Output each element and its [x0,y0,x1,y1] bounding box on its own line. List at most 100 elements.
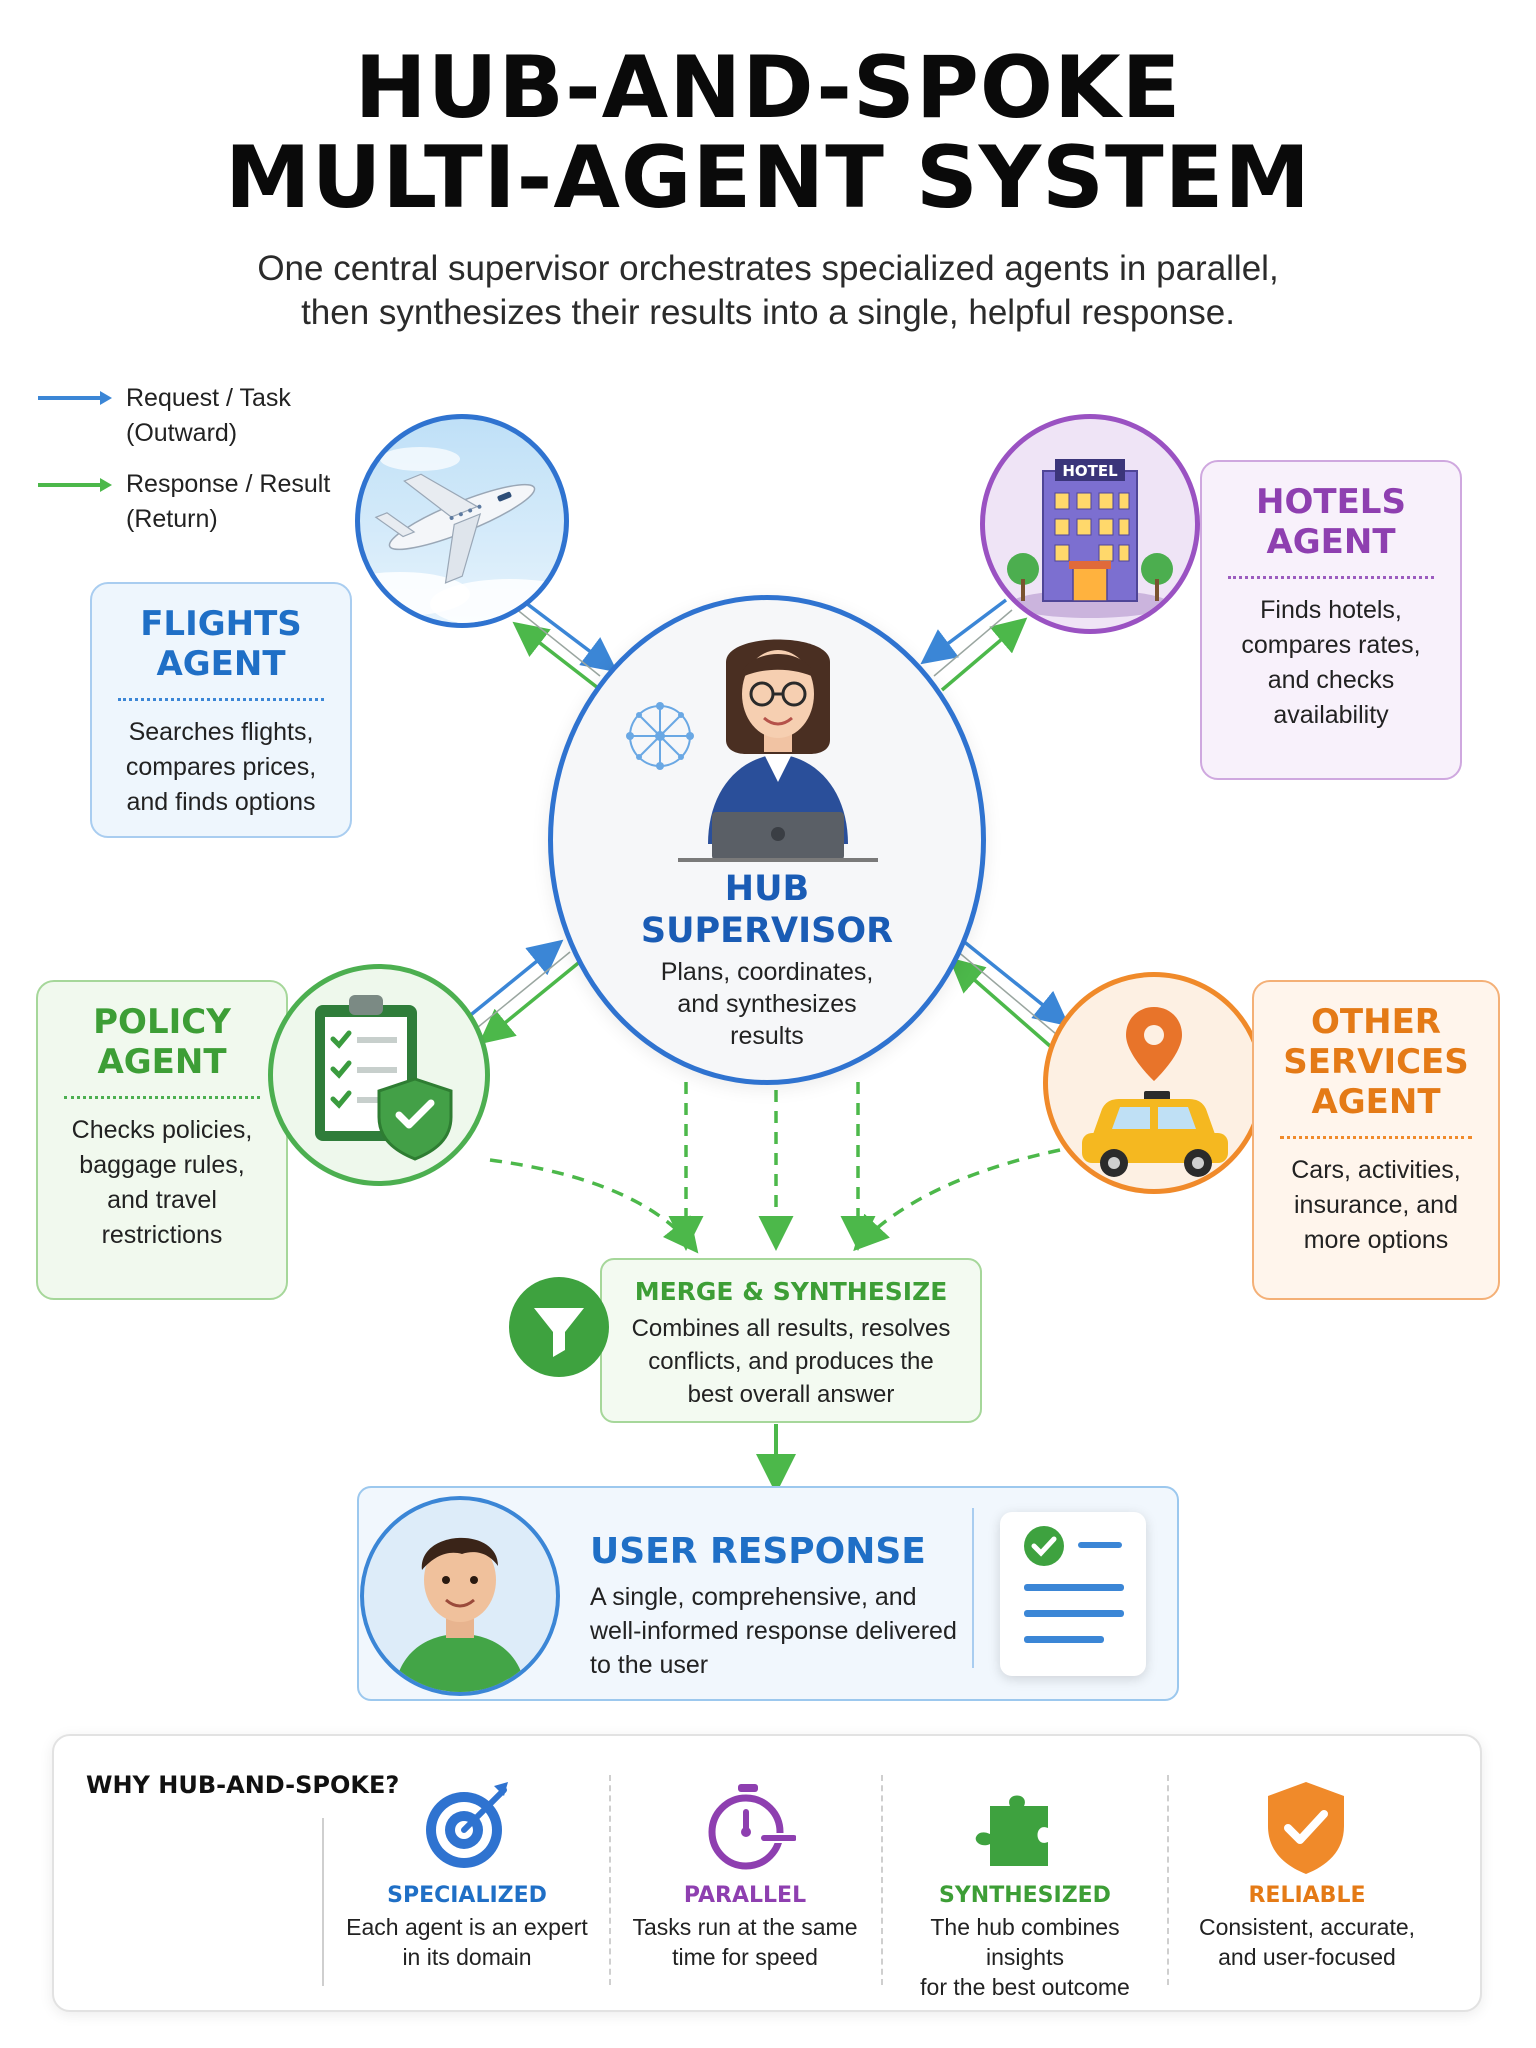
title-line-1: HUB-AND-SPOKE [354,38,1182,138]
flights-agent-image [355,414,569,628]
merge-desc-line-1: Combines all results, resolves [631,1315,951,1342]
user-response-desc-line-2: well-informed response delivered [590,1617,957,1645]
hotels-agent-divider [1228,576,1434,579]
why-item-parallel-label: PARALLEL [683,1883,807,1908]
policy-agent-card: POLICY AGENT Checks policies, baggage ru… [36,980,288,1300]
policy-agent-desc-line-3: and travel [107,1186,217,1214]
why-item-reliable-label: RELIABLE [1248,1883,1366,1908]
hub-title-line-2: SUPERVISOR [640,911,894,951]
hotels-agent-name-line-2: AGENT [1266,522,1396,562]
why-divider-main [322,1818,324,1986]
flights-agent-desc: Searches flights, compares prices, and f… [92,715,350,820]
legend-response-sub: (Return) [126,505,218,533]
why-divider-3 [1167,1775,1169,1985]
user-avatar [360,1496,560,1696]
merge-desc-line-2: conflicts, and produces the [648,1348,934,1375]
legend-request-sub: (Outward) [126,419,238,447]
why-divider-2 [881,1775,883,1985]
hotels-connector [920,598,1028,692]
why-title: WHY HUB-AND-SPOKE? [86,1771,400,1799]
policy-agent-desc: Checks policies, baggage rules, and trav… [38,1113,286,1253]
supervisor-avatar [678,639,878,862]
user-response-title: USER RESPONSE [590,1531,926,1572]
policy-agent-name-line-1: POLICY [93,1002,231,1042]
hotels-agent-desc-line-1: Finds hotels, [1260,596,1402,624]
checklist-icon [1024,1526,1124,1643]
flights-connector [512,598,618,690]
shield-check-icon [1268,1782,1344,1874]
policy-agent-desc-line-2: baggage rules, [79,1151,245,1179]
legend-request-label: Request / Task [126,384,291,412]
why-item-parallel-desc-line-2: time for speed [672,1944,818,1970]
other-agent-desc-line-3: more options [1303,1226,1449,1254]
other-agent-name-line-2: SERVICES [1283,1042,1469,1082]
hub-desc-line-3: results [730,1022,804,1050]
response-arrow-icon [38,478,112,492]
other-agent-desc: Cars, activities, insurance, and more op… [1254,1153,1498,1258]
why-item-synthesized-desc-line-2: for the best outcome [920,1974,1130,2000]
flights-agent-desc-line-3: and finds options [126,788,316,816]
flights-agent-name-line-1: FLIGHTS [140,604,302,644]
other-agent-image [1043,972,1265,1194]
hotels-agent-image: HOTEL [980,414,1200,634]
hotels-agent-name: HOTELS AGENT [1202,462,1460,562]
why-item-synthesized-desc-line-1: The hub combines insights [930,1914,1120,1970]
subtitle-line-1: One central supervisor orchestrates spec… [257,249,1279,288]
hotel-icon: HOTEL [1007,459,1173,618]
hotels-agent-desc-line-3: and checks [1267,666,1395,694]
stopwatch-icon [708,1784,796,1870]
flights-agent-name: FLIGHTS AGENT [92,584,350,684]
target-icon [426,1782,508,1868]
hotels-agent-desc-line-2: compares rates, [1241,631,1421,659]
policy-agent-image [268,964,490,1186]
flights-agent-name-line-2: AGENT [156,644,286,684]
why-item-specialized-label: SPECIALIZED [387,1883,547,1908]
hotels-agent-desc-line-4: availability [1273,701,1389,729]
policy-agent-desc-line-4: restrictions [101,1221,223,1249]
flights-agent-card: FLIGHTS AGENT Searches flights, compares… [90,582,352,838]
other-agent-name-line-1: OTHER [1311,1002,1441,1042]
why-divider-1 [609,1775,611,1985]
checklist-card [1000,1512,1146,1676]
hotels-agent-desc: Finds hotels, compares rates, and checks… [1202,593,1460,733]
merge-title: MERGE & SYNTHESIZE [634,1277,948,1306]
merge-desc: Combines all results, resolves conflicts… [602,1308,980,1411]
hub-desc-line-1: Plans, coordinates, [660,958,874,986]
why-item-specialized: SPECIALIZED Each agent is an expert in i… [332,1880,602,1972]
hotels-agent-name-line-1: HOTELS [1256,482,1406,522]
user-response-desc: A single, comprehensive, and well-inform… [590,1580,970,1682]
taxi-icon [1082,1007,1228,1177]
hub-desc: Plans, coordinates, and synthesizes resu… [548,956,986,1052]
airplane-icon [360,447,564,623]
synthesize-connectors [489,1082,1061,1254]
puzzle-icon [975,1795,1048,1866]
hotels-agent-card: HOTELS AGENT Finds hotels, compares rate… [1200,460,1462,780]
clipboard-shield-icon [315,995,453,1161]
other-agent-card: OTHER SERVICES AGENT Cars, activities, i… [1252,980,1500,1300]
other-agent-name-line-3: AGENT [1311,1082,1441,1122]
user-avatar-icon [394,1537,526,1692]
policy-agent-divider [64,1096,260,1099]
funnel-icon [509,1277,609,1377]
other-agent-desc-line-1: Cars, activities, [1291,1156,1461,1184]
policy-agent-desc-line-1: Checks policies, [71,1116,253,1144]
policy-agent-name: POLICY AGENT [38,982,286,1082]
hotel-sign: HOTEL [1062,462,1118,480]
why-item-reliable: RELIABLE Consistent, accurate, and user-… [1172,1880,1442,1972]
why-item-parallel-desc-line-1: Tasks run at the same [632,1914,858,1940]
title-line-2: MULTI-AGENT SYSTEM [225,128,1311,228]
network-brain-icon [626,702,694,770]
merge-desc-line-3: best overall answer [687,1381,895,1408]
why-item-synthesized: SYNTHESIZED The hub combines insights fo… [890,1880,1160,2002]
subtitle-line-2: then synthesizes their results into a si… [301,293,1235,332]
legend-response-label: Response / Result [126,470,331,498]
hub-desc-line-2: and synthesizes [677,990,857,1018]
hub-title: HUB SUPERVISOR [548,868,986,952]
hub-title-line-1: HUB [724,869,810,909]
why-item-specialized-desc-line-2: in its domain [402,1944,532,1970]
other-agent-name: OTHER SERVICES AGENT [1254,982,1498,1122]
user-response-divider [972,1508,974,1668]
flights-agent-divider [118,698,324,701]
other-connector [948,938,1070,1048]
